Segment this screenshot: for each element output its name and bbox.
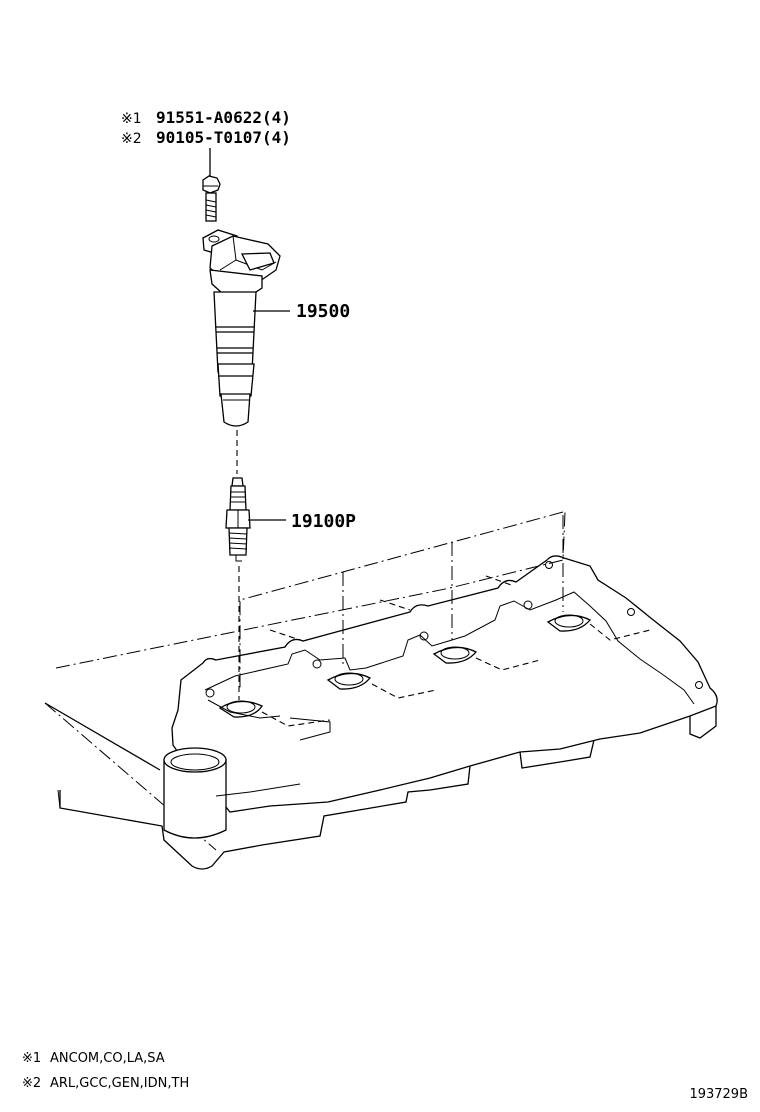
ignition-coil-part-number: 19500	[296, 301, 350, 322]
footnote-1-text: ANCOM,CO,LA,SA	[50, 1051, 165, 1066]
footnotes: ※1 ANCOM,CO,LA,SA ※2 ARL,GCC,GEN,IDN,TH	[22, 1051, 189, 1091]
bolt-note-2-mark: ※2	[121, 131, 142, 147]
footnote-1-mark: ※1	[22, 1051, 41, 1066]
oil-filler-neck	[163, 747, 227, 839]
plug-wells	[218, 614, 592, 718]
ignition-coil	[202, 229, 290, 427]
bolt-part-number-2: 90105-T0107(4)	[156, 128, 291, 147]
bolt-part-number-1: 91551-A0622(4)	[156, 108, 291, 127]
footnote-2-text: ARL,GCC,GEN,IDN,TH	[50, 1076, 189, 1091]
bolt-note-1-mark: ※1	[121, 111, 142, 127]
bolt-callout: ※1 91551-A0622(4) ※2 90105-T0107(4)	[121, 108, 291, 176]
footnote-2-mark: ※2	[22, 1076, 41, 1091]
bolt-holes	[205, 561, 703, 698]
cylinder-head-cover	[44, 511, 718, 870]
spark-plug-part-number: 19100P	[291, 511, 356, 532]
diagram-id: 193729B	[689, 1087, 748, 1102]
bolt	[202, 175, 221, 222]
spark-plug	[225, 477, 286, 562]
